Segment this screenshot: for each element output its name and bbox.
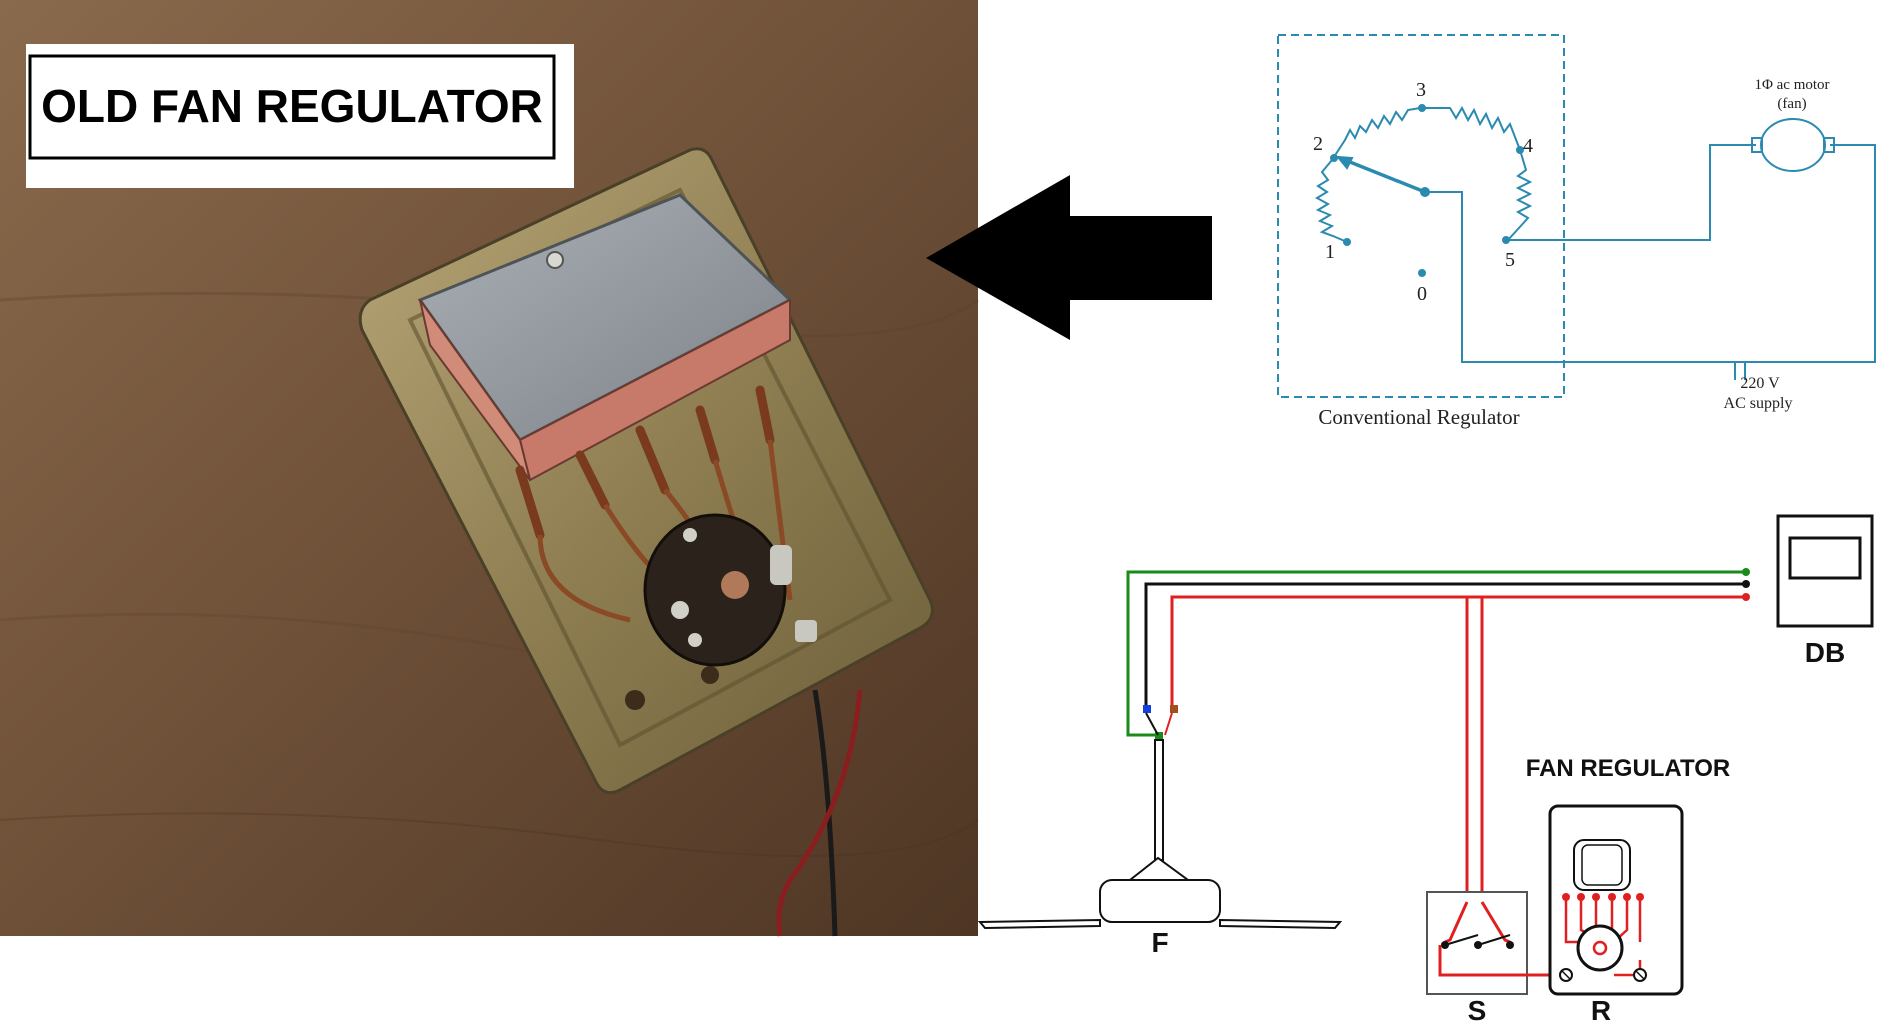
earth-wire: [1126, 570, 1746, 737]
resistor-4-5: [1507, 149, 1533, 241]
position-label-1: 1: [1325, 241, 1335, 263]
fan-regulator-title: FAN REGULATOR: [1526, 755, 1730, 782]
resistor-1-2: [1314, 159, 1348, 243]
regulator-caption: Conventional Regulator: [1318, 405, 1519, 429]
position-label-4: 4: [1523, 135, 1533, 157]
switch-box: [1426, 891, 1562, 995]
supply-label-line1: 220 V: [1740, 375, 1780, 392]
wiper-to-supply-wire: [1425, 191, 1735, 363]
phase-wire-fan: [1170, 595, 1746, 710]
fan-regulator-box: [1548, 804, 1684, 996]
motor-label-line2: (fan): [1777, 96, 1806, 112]
motor-return-wire: [1735, 144, 1876, 363]
rotary-switch: [643, 513, 817, 667]
coil-terminals: [515, 385, 775, 540]
supply-label-line2: AC supply: [1724, 395, 1793, 412]
position-label-2: 2: [1313, 133, 1323, 155]
photo-title-box: OLD FAN REGULATOR: [26, 44, 574, 188]
position-label-0: 0: [1417, 283, 1427, 305]
tap5-to-motor-wire: [1506, 144, 1756, 241]
motor-icon: [1751, 118, 1835, 172]
left-arrow-icon: [926, 175, 1212, 340]
motor-label-line1: 1Φ ac motor: [1754, 77, 1829, 93]
neutral-wire: [1144, 582, 1746, 710]
ceiling-fan-icon: [977, 705, 1343, 930]
resistor-box: [417, 193, 793, 482]
house-wiring-diagram: DB F: [977, 514, 1874, 1024]
db-label: DB: [1805, 637, 1845, 668]
regulator-label: R: [1591, 995, 1611, 1024]
output-cables: [776, 689, 863, 937]
distribution-board: [1776, 514, 1874, 628]
switch-label: S: [1468, 995, 1487, 1024]
resistor-3-4: [1422, 105, 1521, 151]
position-label-5: 5: [1505, 249, 1515, 271]
position-label-3: 3: [1416, 79, 1426, 101]
fan-label: F: [1151, 927, 1168, 958]
regulator-dashed-box: [1277, 34, 1565, 398]
regulator-photo: OLD FAN REGULATOR: [0, 0, 979, 937]
conventional-regulator-schematic: [1277, 34, 1876, 398]
schematic-labels: 0 1 2 3 4 5 Conventional Regulator 1Φ ac…: [1313, 77, 1830, 429]
photo-title: OLD FAN REGULATOR: [41, 80, 543, 132]
resistor-2-3: [1331, 107, 1421, 161]
regulator-wiper: [1344, 158, 1426, 194]
